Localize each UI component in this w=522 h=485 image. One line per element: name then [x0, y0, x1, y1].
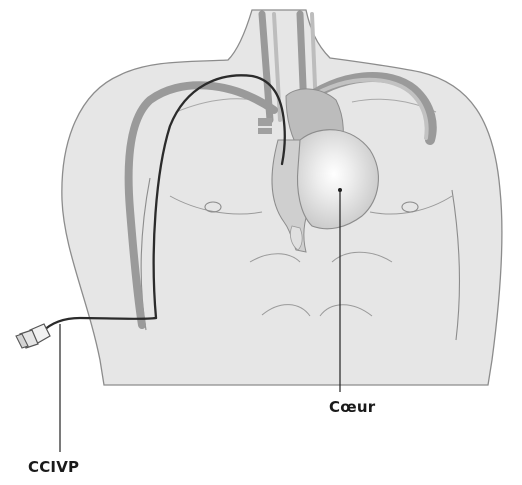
- catheter-hub: [16, 324, 50, 348]
- heart-label: Cœur: [329, 398, 375, 416]
- heart-leader-dot: [338, 188, 342, 192]
- catheter-label: CCIVP: [28, 458, 79, 476]
